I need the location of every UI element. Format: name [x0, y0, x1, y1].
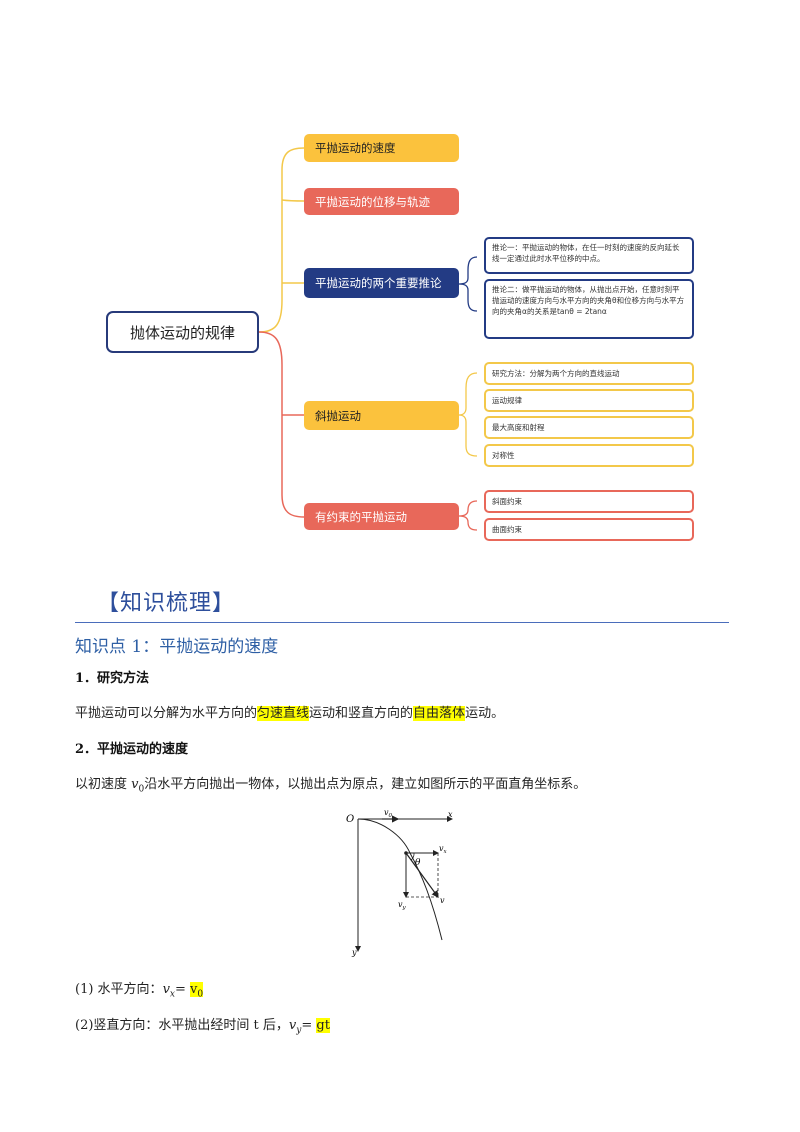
section-title: 【知识梳理】: [97, 591, 236, 616]
label-vy: vy: [398, 900, 407, 911]
divider: [75, 622, 729, 623]
mindmap-connectors: [258, 147, 478, 531]
leaf-oblique-law: 运动规律: [484, 389, 694, 412]
highlight-freefall: 自由落体: [413, 706, 466, 721]
heading-velocity: 2．平抛运动的速度: [75, 742, 189, 757]
branch-velocity: 平抛运动的速度: [304, 134, 459, 162]
line-horizontal: (1) 水平方向：vx= v0: [75, 982, 204, 1000]
leaf-oblique-height: 最大高度和射程: [484, 416, 694, 439]
line-vertical: (2)竖直方向：水平抛出经时间 t 后，vy= gt: [75, 1018, 330, 1036]
paragraph-method: 平抛运动可以分解为水平方向的匀速直线运动和竖直方向的自由落体运动。: [75, 706, 505, 721]
label-x: x: [448, 810, 453, 819]
answer-vy: gt: [316, 1018, 330, 1033]
projectile-diagram: O x y v0 vx vy v θ: [346, 808, 453, 957]
answer-vx: v0: [190, 982, 204, 1000]
branch-inferences: 平抛运动的两个重要推论: [304, 268, 459, 298]
leaf-curved: 曲面约束: [484, 518, 694, 541]
section-subtitle: 知识点 1：平抛运动的速度: [75, 637, 279, 657]
v-arrow: [405, 852, 439, 898]
leaf-incline: 斜面约束: [484, 490, 694, 513]
mindmap-root: 抛体运动的规律: [106, 311, 259, 353]
label-origin: O: [346, 814, 354, 825]
label-y: y: [351, 948, 357, 957]
leaf-inference-2: 推论二：做平抛运动的物体，从抛出点开始，任意时刻平抛运动的速度方向与水平方向的夹…: [484, 279, 694, 339]
highlight-uniform: 匀速直线: [257, 706, 310, 721]
paragraph-setup: 以初速度 v0沿水平方向抛出一物体，以抛出点为原点，建立如图所示的平面直角坐标系…: [75, 777, 587, 795]
label-vx: vx: [439, 844, 448, 855]
heading-method: 1．研究方法: [75, 671, 150, 686]
label-v: v: [440, 896, 445, 905]
leaf-oblique-symmetry: 对称性: [484, 444, 694, 467]
branch-constrained: 有约束的平抛运动: [304, 503, 459, 530]
label-theta: θ: [415, 858, 421, 868]
leaf-inference-1: 推论一：平抛运动的物体，在任一时刻的速度的反向延长线一定通过此时水平位移的中点。: [484, 237, 694, 274]
label-v0: v0: [384, 808, 393, 819]
branch-oblique: 斜抛运动: [304, 401, 459, 430]
leaf-oblique-method: 研究方法：分解为两个方向的直线运动: [484, 362, 694, 385]
branch-displacement: 平抛运动的位移与轨迹: [304, 188, 459, 215]
